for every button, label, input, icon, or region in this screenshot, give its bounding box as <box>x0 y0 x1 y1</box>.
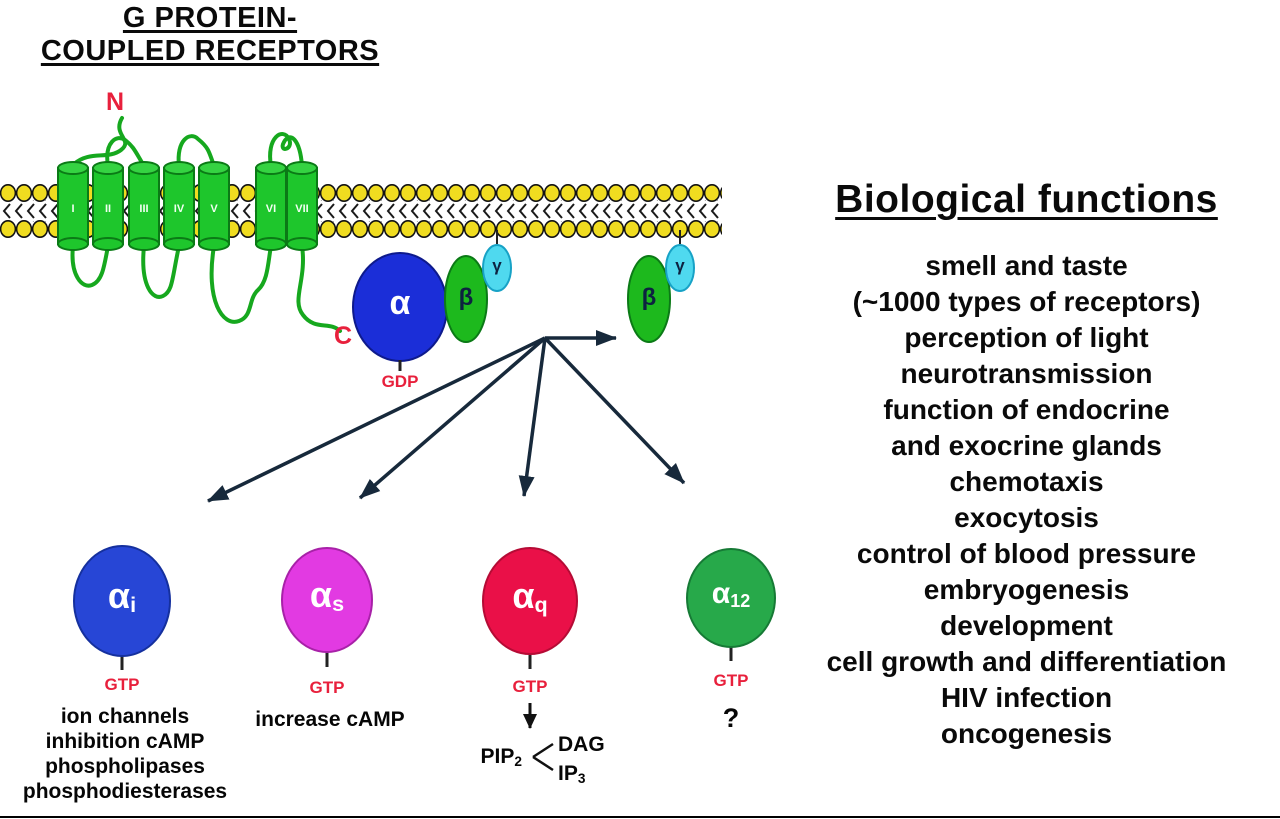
helix-label-7: VII <box>295 203 309 215</box>
receptor-loops <box>70 116 342 333</box>
beta-subunit-2 <box>627 255 671 343</box>
helix-4 <box>163 161 195 251</box>
biological-functions-panel: Biological functions smell and taste (~1… <box>775 178 1278 752</box>
helix-label-6: VI <box>265 203 277 215</box>
gamma-symbol-label-2: γ <box>675 256 685 275</box>
figure-bottom-border <box>0 816 1280 818</box>
gtp-label-alpha-q: GTP <box>512 677 548 696</box>
alpha-12-symbol: α <box>711 577 731 610</box>
n-terminus-loop <box>72 116 128 166</box>
alpha-i-symbol: α <box>107 575 131 616</box>
dag-label: DAG <box>558 733 605 756</box>
alpha-12-unknown-effect: ? <box>722 703 740 733</box>
bio-function-item: (~1000 types of receptors) <box>852 286 1201 317</box>
alpha-symbol-label: α <box>389 284 411 322</box>
alpha-12-label: α12 <box>683 577 779 612</box>
bio-function-item: chemotaxis <box>949 466 1104 497</box>
bio-function-item: function of endocrine <box>883 394 1170 425</box>
alpha-i-subscript: i <box>130 592 137 617</box>
helix-label-1: I <box>71 203 75 215</box>
ip3-label: IP3 <box>558 761 638 791</box>
bio-function-item: HIV infection <box>940 682 1113 713</box>
helix-label-4: IV <box>173 203 185 215</box>
bio-function-item: exocytosis <box>954 502 1099 533</box>
bio-function-item: cell growth and differentiation <box>826 646 1227 677</box>
transmembrane-helices <box>57 161 318 251</box>
alpha-i-label: αi <box>74 575 170 618</box>
alpha-q-symbol: α <box>512 575 535 616</box>
bio-function-item: embryogenesis <box>923 574 1130 605</box>
alpha-q-subunit <box>482 547 578 655</box>
title-line-1: G PROTEIN- <box>122 2 298 34</box>
nucleotide-stems <box>120 230 733 670</box>
gtp-label-alpha-12: GTP <box>713 671 749 690</box>
gtp-label-alpha-s: GTP <box>309 678 345 697</box>
bio-function-item: oncogenesis <box>940 718 1113 749</box>
helix-label-2: II <box>104 203 112 215</box>
title-line-2: COUPLED RECEPTORS <box>40 35 380 67</box>
effect-line: increase cAMP <box>255 708 405 731</box>
alpha-12-subscript: 12 <box>730 591 751 611</box>
bio-function-item: smell and taste <box>925 250 1128 281</box>
effect-line: ion channels <box>60 705 190 728</box>
c-terminus-loop <box>296 244 342 333</box>
effect-line: phosphodiesterases <box>22 780 228 803</box>
helix-7 <box>286 161 318 251</box>
ip3-base: IP <box>558 762 578 785</box>
helix-label-5: V <box>210 203 218 215</box>
helix-3 <box>128 161 160 251</box>
alpha-s-subscript: s <box>332 591 345 616</box>
pip2-base: PIP <box>480 745 515 768</box>
figure-title: G PROTEIN- COUPLED RECEPTORS <box>8 2 412 68</box>
alpha-s-effects: increase cAMP <box>228 707 432 732</box>
alpha-q-subscript: q <box>534 592 548 617</box>
helix-5 <box>198 161 230 251</box>
pip2-label: PIP2 <box>450 744 522 774</box>
bio-function-item: development <box>940 610 1113 641</box>
c-terminus-label: C <box>334 322 353 350</box>
gamma-subunit <box>482 244 512 292</box>
alpha-i-effects: ion channels inhibition cAMP phospholipa… <box>0 704 250 804</box>
beta-symbol-label: β <box>458 284 474 311</box>
beta-symbol-label-2: β <box>641 284 657 311</box>
alpha-s-label: αs <box>279 574 375 617</box>
helix-label-3: III <box>139 203 149 215</box>
gtp-label-alpha-i: GTP <box>104 675 140 694</box>
beta-subunit <box>444 255 488 343</box>
alpha-s-subunit <box>281 547 373 653</box>
gamma-subunit-2 <box>665 244 695 292</box>
alpha-q-label: αq <box>482 575 578 618</box>
gdp-label: GDP <box>381 372 419 391</box>
gamma-symbol-label: γ <box>492 256 502 275</box>
n-terminus-label: N <box>106 88 125 116</box>
helix-1 <box>57 161 89 251</box>
alpha-i-subunit <box>73 545 171 657</box>
effect-line: inhibition cAMP <box>45 730 205 753</box>
bio-function-item: perception of light <box>904 322 1149 353</box>
alpha-q-pathway-lines <box>523 703 554 772</box>
bio-function-item: neurotransmission <box>900 358 1153 389</box>
bio-function-item: and exocrine glands <box>891 430 1162 461</box>
alpha-12-subunit <box>686 548 776 648</box>
helix-2 <box>92 161 124 251</box>
pip2-subscript: 2 <box>514 754 522 769</box>
biological-functions-heading: Biological functions <box>835 178 1218 221</box>
bio-function-item: control of blood pressure <box>856 538 1197 569</box>
ip3-subscript: 3 <box>577 771 586 786</box>
activation-arrows <box>207 330 686 503</box>
effect-line: phospholipases <box>45 755 205 778</box>
alpha-s-symbol: α <box>309 574 333 615</box>
